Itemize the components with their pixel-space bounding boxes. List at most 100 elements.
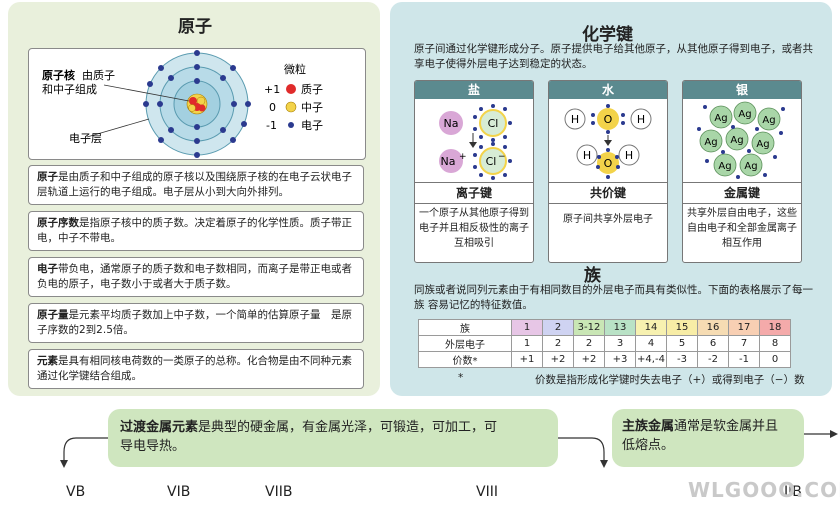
nucleus-label-2: 和中子组成 [42,82,97,96]
outer-electron-cell: 2 [542,335,574,352]
term-atomic-number: 原子序数 [37,217,79,229]
table-row: 价数* +1 +2 +2 +3 +4,-4 -3 -2 -1 0 [418,351,791,368]
outer-electron-cell: 2 [573,335,605,352]
atom-title: 原子 [178,17,212,37]
def-atomic-mass: 是元素平均质子数加上中子数，一个简单的估算原子量 是原子序数的2到2.5倍。 [37,309,352,336]
metallic-bond-desc: 共享外层自由电子，这些自由电子和全部金属离子相互作用 [687,208,797,249]
def-atomic-number: 是指原子核中的质子数。决定着原子的化学性质。质子带正电，中子不带电。 [37,217,352,244]
row-label-outer: 外层电子 [418,335,512,352]
outer-electron-cell: 6 [697,335,729,352]
ag-symbol-6: Ag [756,139,769,150]
valence-cell: +3 [604,351,636,368]
atomic-mass-box: 原子量是元素平均质子数加上中子数，一个简单的估算原子量 是原子序数的2到2.5倍… [28,303,364,343]
def-electron: 带负电，通常原子的质子数和电子数相同，而离子是带正电或者负电的原子，电子数小于或… [37,263,352,290]
footnote: 价数是指形成化学键时失去电子（+）或得到电子（−）数 [535,374,805,386]
covalent-bond-card: 水 H O H H O H 共价键 原子间共享外层电子 [548,80,668,263]
element-box: 元素是具有相同核电荷数的一类原子的总称。化合物是由不同种元素通过化学键结合组成。 [28,349,364,389]
atom-diagram-box: 原子核 由质子 和中子组成 电子层 微粒 +1 质子 0 中子 -1 电子 [28,48,366,160]
h-symbol-4: H [625,149,633,162]
ag-symbol-1: Ag [714,113,727,124]
group-cell: 18 [759,319,791,336]
atomic-number-box: 原子序数是指原子核中的质子数。决定着原子的化学性质。质子带正电，中子不带电。 [28,211,364,251]
electron-box: 电子带负电，通常原子的质子数和电子数相同，而离子是带正电或者负电的原子，电子数小… [28,257,364,297]
group-label-viii: VIII [476,484,498,500]
outer-electron-cell: 5 [666,335,698,352]
na-ion-symbol: Na [441,155,456,168]
bond-title: 化学键 [582,25,633,45]
valence-cell: +4,-4 [635,351,667,368]
transition-metal-term: 过渡金属元素 [120,420,199,435]
footnote-mark: * [458,372,464,384]
bond-intro: 原子间通过化学键形成分子。原子提供电子给其他原子，从其他原子得到电子，或者共享电… [414,43,813,70]
na-symbol: Na [444,117,459,130]
nucleus-label: 由质子 [82,68,115,82]
electron-icon [288,122,294,128]
particles-heading: 微粒 [284,62,306,76]
group-label-vib: VIB [167,484,191,500]
group-cell: 16 [697,319,729,336]
valence-cell: +2 [573,351,605,368]
group-cell: 17 [728,319,760,336]
group-label-viib: VIIB [265,484,293,500]
transition-metal-desc-2: 导电导热。 [120,439,186,454]
proton-icon [286,84,296,94]
cl-ion-symbol: Cl [486,155,497,168]
proton-charge: +1 [264,83,280,96]
shell-label: 电子层 [69,132,102,145]
row-label-group: 族 [418,319,512,336]
family-desc: 同族或者说同列元素由于有相同数目的外层电子而具有类似性。下面的表格展示了每一族 … [414,284,813,311]
term-element: 元素 [37,355,58,367]
valence-cell: -2 [697,351,729,368]
ag-symbol-7: Ag [718,161,731,172]
h-symbol-3: H [583,149,591,162]
main-group-metal-box: 主族金属通常是软金属并且 低熔点。 [612,409,804,467]
main-group-metal-desc: 通常是软金属并且 [674,419,779,434]
neutron-charge: 0 [269,101,276,114]
atom-diagram: 原子核 由质子 和中子组成 电子层 微粒 +1 质子 0 中子 -1 电子 [42,50,323,158]
term-atomic-mass: 原子量 [37,309,69,321]
ag-symbol-3: Ag [762,115,775,126]
neutron-icon [285,101,297,113]
ag-symbol-4: Ag [704,137,717,148]
transition-metal-box: 过渡金属元素是典型的硬金属，有金属光泽，可锻造，可加工，可 导电导热。 [108,409,558,467]
transition-metal-desc: 是典型的硬金属，有金属光泽，可锻造，可加工，可 [198,420,498,435]
ionic-diagram: Na Cl Na + Cl − [439,104,512,180]
metallic-diagram: Ag Ag Ag Ag Ag Ag Ag Ag [697,101,785,179]
family-title: 族 [584,266,601,286]
ionic-bond-desc: 一个原子从其他原子得到电子并且相反极性的离子互相吸引 [419,208,529,249]
group-cell: 13 [604,319,636,336]
o-symbol-2: O [604,157,613,170]
def-element: 是具有相同核电荷数的一类原子的总称。化合物是由不同种元素通过化学键结合组成。 [37,355,352,382]
electron-name: 电子 [301,119,323,132]
term-electron: 电子 [37,263,58,275]
covalent-bond-desc: 原子间共享外层电子 [563,214,653,225]
proton-name: 质子 [301,83,323,96]
covalent-bond-label: 共价键 [549,182,667,204]
valence-cell: +1 [511,351,543,368]
group-label-iib: IIB [784,484,802,500]
group-cell: 15 [666,319,698,336]
valence-cell: +2 [542,351,574,368]
main-group-metal-desc-2: 低熔点。 [622,438,675,453]
ionic-bond-label: 离子键 [415,182,533,204]
cl-ion-charge: − [498,152,506,162]
ag-symbol-2: Ag [738,109,751,120]
ionic-bond-card: 盐 Na Cl Na + Cl − 离子键 一个原子从其他原子得到电子并且相反极… [414,80,534,263]
outer-electron-cell: 3 [604,335,636,352]
term-atom: 原子 [37,171,58,183]
metallic-bond-card: 银 Ag Ag Ag Ag Ag Ag Ag Ag 金属键 共享外层自由电子，这… [682,80,802,263]
table-row: 族 1 2 3-12 13 14 15 16 17 18 [418,319,791,336]
valence-cell: -1 [728,351,760,368]
group-cell: 14 [635,319,667,336]
outer-electron-cell: 4 [635,335,667,352]
group-cell: 3-12 [573,319,605,336]
card-header-salt: 盐 [415,81,533,99]
card-header-water: 水 [549,81,667,99]
particle-legend: +1 质子 0 中子 -1 电子 [264,83,323,132]
family-table: 族 1 2 3-12 13 14 15 16 17 18 外层电子 1 2 2 … [418,319,791,368]
ag-symbol-8: Ag [744,161,757,172]
atom-definition-box: 原子是由质子和中子组成的原子核以及围绕原子核的在电子云状电子层轨道上运行的电子组… [28,165,364,205]
outer-electron-cell: 1 [511,335,543,352]
table-row: 外层电子 1 2 2 3 4 5 6 7 8 [418,335,791,352]
na-ion-charge: + [459,152,467,162]
